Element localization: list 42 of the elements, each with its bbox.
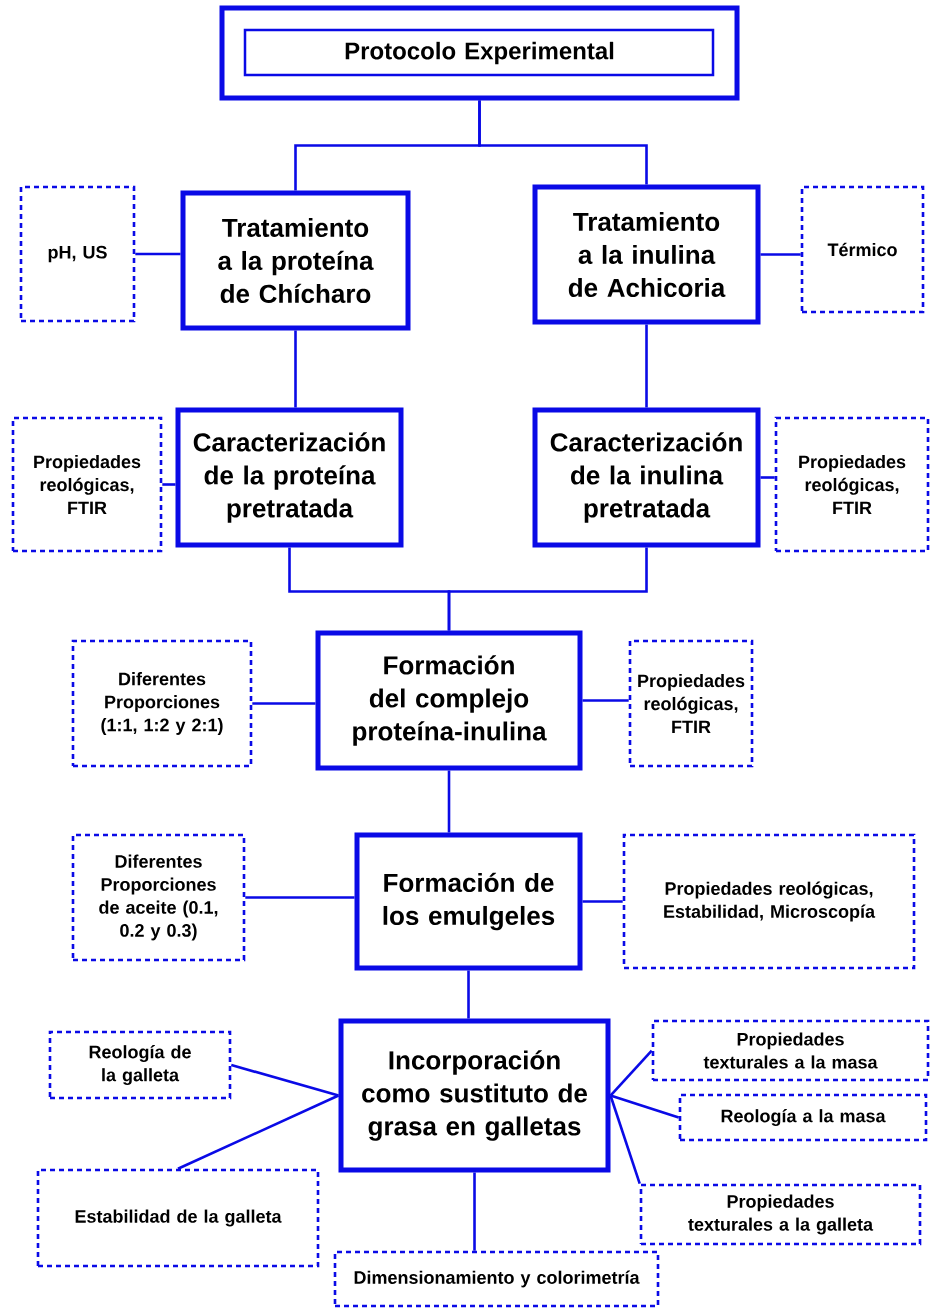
process-box: Tratamiento a la inulina de Achicoria: [532, 184, 761, 325]
connector-line: [582, 900, 623, 903]
process-box: Incorporación como sustituto de grasa en galletas: [338, 1018, 611, 1173]
connector-line: [252, 702, 316, 705]
title-box: Protocolo Experimental: [219, 5, 740, 101]
process-box: Caracterización de la proteína pretratada: [175, 407, 404, 548]
connector-line: [245, 896, 355, 899]
note-box: Dimensionamiento y colorimetría: [333, 1250, 660, 1308]
connector-line: [610, 1094, 680, 1119]
process-box: Caracterización de la inulina pretratada: [532, 407, 761, 548]
connector-line: [177, 1094, 340, 1170]
note-box: Propiedades reológicas, Estabilidad, Microscopía: [622, 833, 916, 970]
connector-line: [162, 483, 176, 486]
connector-line: [230, 1063, 339, 1097]
note-box: Estabilidad de la galleta: [36, 1168, 320, 1268]
process-box: Tratamiento a la proteína de Chícharo: [180, 190, 411, 331]
connector-line: [609, 1095, 641, 1185]
note-box: Propiedades reológicas, FTIR: [11, 416, 163, 553]
connector-line: [478, 100, 648, 185]
note-box: Propiedades reológicas, FTIR: [628, 639, 754, 768]
connector-line: [645, 324, 648, 408]
note-box: Reología de la galleta: [48, 1030, 232, 1100]
connector-line: [467, 970, 470, 1019]
connector-line: [473, 1172, 476, 1251]
note-box: Diferentes Proporciones de aceite (0.1, 0.2 y 0.3): [71, 833, 246, 962]
note-box: Reología a la masa: [678, 1093, 928, 1142]
note-box: Propiedades reológicas, FTIR: [774, 416, 930, 553]
note-box: pH, US: [19, 185, 136, 323]
note-box: Diferentes Proporciones (1:1, 1:2 y 2:1): [71, 639, 253, 768]
process-box: Formación de los emulgeles: [354, 832, 583, 971]
connector-line: [760, 253, 801, 256]
connector-line: [294, 330, 297, 408]
connector-line: [609, 1049, 653, 1097]
connector-line: [447, 547, 648, 631]
connector-line: [135, 252, 181, 256]
connector-line: [760, 476, 775, 479]
note-box: Térmico: [800, 185, 925, 314]
connector-line: [447, 770, 451, 833]
note-box: Propiedades texturales a la masa: [651, 1019, 930, 1082]
connector-line: [582, 699, 629, 702]
note-box: Propiedades texturales a la galleta: [639, 1183, 922, 1246]
process-box: Formación del complejo proteína-inulina: [315, 630, 583, 771]
